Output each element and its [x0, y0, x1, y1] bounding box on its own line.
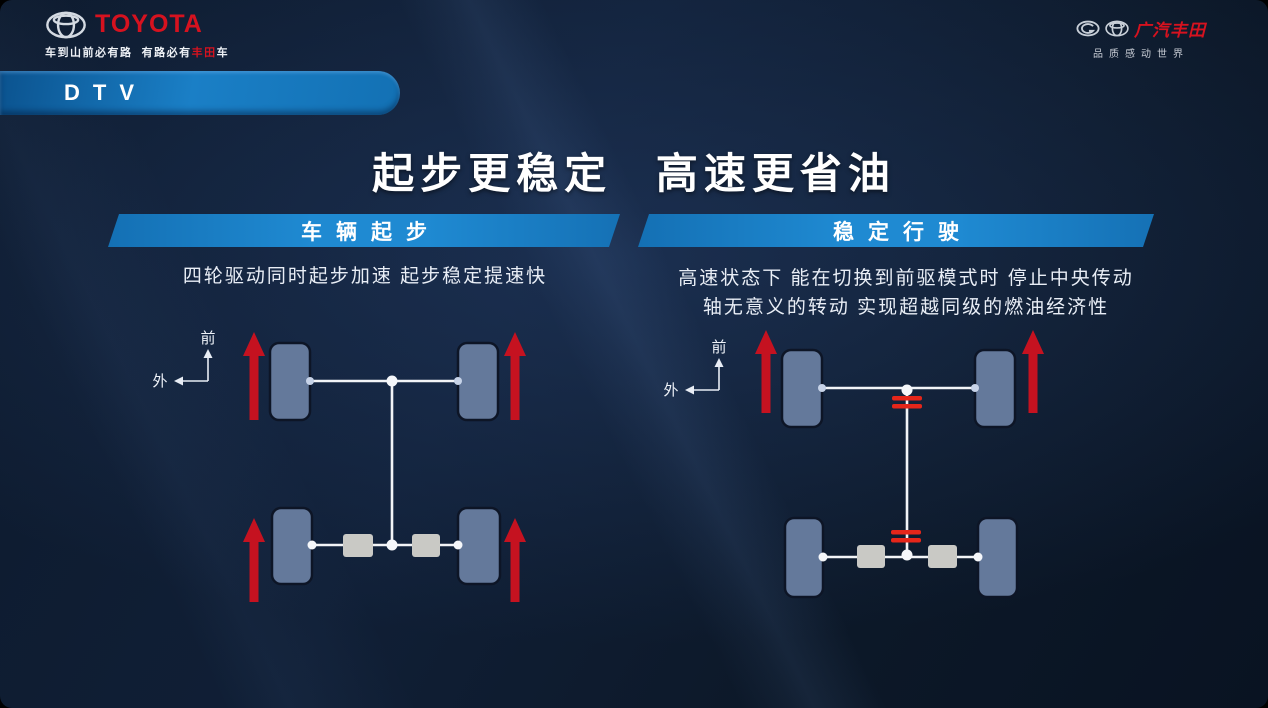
wheel-front-right: [973, 348, 1017, 429]
drivetrain-axles: [310, 379, 458, 547]
disconnect-mark-upper-icon: [892, 396, 922, 401]
joints: [306, 375, 463, 551]
torque-arrow-rear-left-icon: [243, 518, 265, 602]
torque-arrows: [755, 330, 1044, 413]
axis-indicator: 前 外: [663, 339, 726, 399]
torque-arrow-front-right-icon: [504, 332, 526, 420]
axis-arrow-left-icon: [685, 385, 694, 395]
diagram-vehicle-start: 前 外: [152, 330, 526, 602]
joints: [818, 384, 983, 562]
dtv-banner: DTV: [0, 71, 400, 115]
toyota-logo-icon: [46, 11, 86, 38]
wheel-rear-right: [976, 516, 1019, 599]
axis-arrow-up-icon: [203, 349, 213, 358]
wheel-front-left: [780, 348, 824, 429]
disconnect-mark-upper-icon: [892, 404, 922, 409]
desc-stable-driving: 高速状态下 能在切换到前驱模式时 停止中央传动 轴无意义的转动 实现超越同级的燃…: [644, 264, 1168, 322]
dtv-label: DTV: [64, 80, 147, 105]
torque-arrow-front-left-icon: [243, 332, 265, 420]
desc-vehicle-start-line1: 四轮驱动同时起步加速 起步稳定提速快: [182, 266, 548, 287]
disconnect-mark-lower-icon: [891, 538, 921, 543]
section-header-stable-driving-label: 稳定行驶: [833, 220, 973, 244]
section-header-vehicle-start: 车辆起步: [108, 214, 620, 247]
toyota-slogan: 车到山前必有路 有路必有丰田车: [45, 47, 230, 59]
wheel-rear-right: [456, 506, 502, 586]
toyota-slogan-brand: 丰田: [191, 47, 217, 59]
desc-stable-driving-line2: 轴无意义的转动 实现超越同级的燃油经济性: [702, 297, 1110, 318]
wheel-front-left: [268, 341, 312, 422]
gac-slogan: 品质感动世界: [1093, 49, 1189, 60]
axis-label-outer: 外: [663, 382, 678, 399]
axis-label-front: 前: [200, 330, 215, 347]
coupling-right: [928, 545, 957, 568]
axis-arrow-up-icon: [714, 358, 724, 367]
couplings: [857, 545, 957, 568]
couplings: [343, 534, 440, 557]
shaft-disconnect-marks: [891, 396, 922, 543]
axis-label-front: 前: [711, 339, 726, 356]
toyota-logo-icon-small: [1105, 20, 1129, 37]
coupling-left: [857, 545, 885, 568]
axis-indicator: 前 外: [152, 330, 215, 390]
wheels: [268, 341, 502, 586]
desc-stable-driving-line1: 高速状态下 能在切换到前驱模式时 停止中央传动: [678, 268, 1134, 289]
coupling-right: [412, 534, 440, 557]
torque-arrow-front-left-icon: [755, 330, 777, 413]
page-title: 起步更稳定 高速更省油: [372, 150, 896, 197]
gac-logo-icon: [1076, 20, 1100, 37]
torque-arrow-front-right-icon: [1022, 330, 1044, 413]
wheel-rear-left: [270, 506, 314, 586]
toyota-wordmark: TOYOTA: [95, 10, 203, 38]
coupling-left: [343, 534, 373, 557]
gac-toyota-brand-block: 广汽丰田 品质感动世界: [1076, 16, 1206, 60]
torque-arrows: [243, 332, 526, 602]
wheel-front-right: [456, 341, 500, 422]
torque-arrow-rear-right-icon: [504, 518, 526, 602]
section-header-stable-driving: 稳定行驶: [638, 214, 1154, 247]
axis-arrow-left-icon: [174, 376, 183, 386]
desc-vehicle-start: 四轮驱动同时起步加速 起步稳定提速快: [120, 262, 610, 291]
diagram-stable-driving: 前 外: [663, 330, 1044, 599]
toyota-brand-block: TOYOTA 车到山前必有路 有路必有丰田车: [45, 10, 229, 60]
disconnect-mark-lower-icon: [891, 530, 921, 535]
gac-wordmark: 广汽丰田: [1134, 21, 1206, 40]
axis-label-outer: 外: [152, 373, 167, 390]
wheel-rear-left: [783, 516, 825, 599]
section-header-vehicle-start-label: 车辆起步: [301, 220, 441, 244]
